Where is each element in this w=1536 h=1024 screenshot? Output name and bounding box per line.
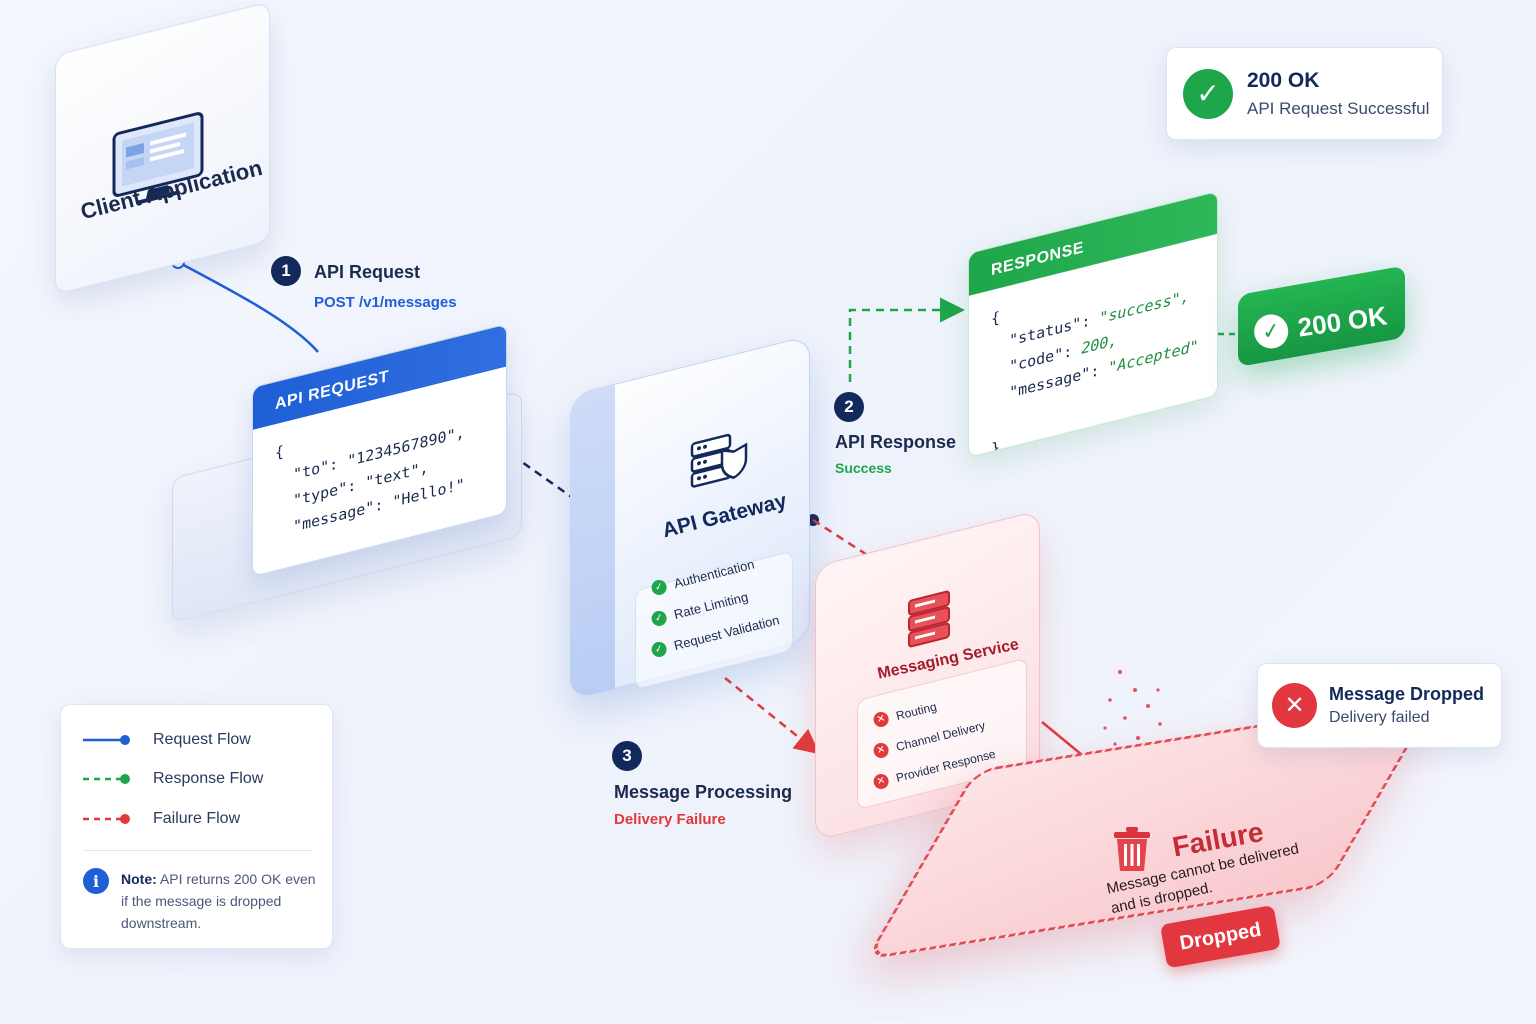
legend-swatch-request xyxy=(83,735,130,745)
step-3-subtitle: Delivery Failure xyxy=(614,811,726,828)
trash-icon xyxy=(1114,827,1150,871)
server-stack-icon xyxy=(908,590,950,648)
step-3-title: Message Processing xyxy=(614,782,793,802)
note-label: Note: xyxy=(121,871,157,887)
legend-note: i Note: API returns 200 OK even if the m… xyxy=(83,868,321,934)
legend-swatch-response xyxy=(83,774,130,784)
legend-panel: Request Flow Response Flow Failure Flow … xyxy=(60,704,333,949)
step-2-badge: 2 xyxy=(834,392,864,422)
step-2-subtitle: Success xyxy=(835,460,892,476)
check-circle-icon: ✓ xyxy=(1252,312,1291,351)
monitor-icon xyxy=(112,112,204,205)
legend-swatch-failure xyxy=(83,814,130,824)
legend-item-request: Request Flow xyxy=(83,731,251,749)
status-title: 200 OK xyxy=(1247,68,1320,92)
response-flow-arrow xyxy=(848,297,965,382)
status-card-dropped: ✕ Message Dropped Delivery failed xyxy=(1257,663,1502,748)
legend-divider xyxy=(83,850,312,851)
legend-item-failure: Failure Flow xyxy=(83,810,240,828)
note-text: API returns 200 OK even if the message i… xyxy=(121,871,316,931)
info-icon: i xyxy=(83,868,109,894)
step-2-title: API Response xyxy=(835,432,957,452)
step-1-title: API Request xyxy=(314,262,421,282)
legend-item-response: Response Flow xyxy=(83,770,263,788)
failure-flow-arrow xyxy=(724,677,820,755)
check-circle-icon: ✓ xyxy=(1183,68,1233,119)
step-1-badge: 1 xyxy=(271,256,301,286)
step-3-badge: 3 xyxy=(612,741,642,771)
dropped-badge: Dropped xyxy=(1160,905,1281,969)
response-card: RESPONSE { "status": "success", "code": … xyxy=(968,190,1218,458)
x-circle-icon: ✕ xyxy=(1272,683,1317,728)
server-shield-icon xyxy=(690,433,748,488)
step-1-subtitle: POST /v1/messages xyxy=(314,294,457,311)
status-subtitle: API Request Successful xyxy=(1247,98,1430,118)
dropped-title: Message Dropped xyxy=(1329,684,1485,704)
dropped-subtitle: Delivery failed xyxy=(1329,709,1430,726)
api-gateway-side xyxy=(570,383,615,700)
status-card-success: ✓ 200 OK API Request Successful xyxy=(1166,47,1443,140)
